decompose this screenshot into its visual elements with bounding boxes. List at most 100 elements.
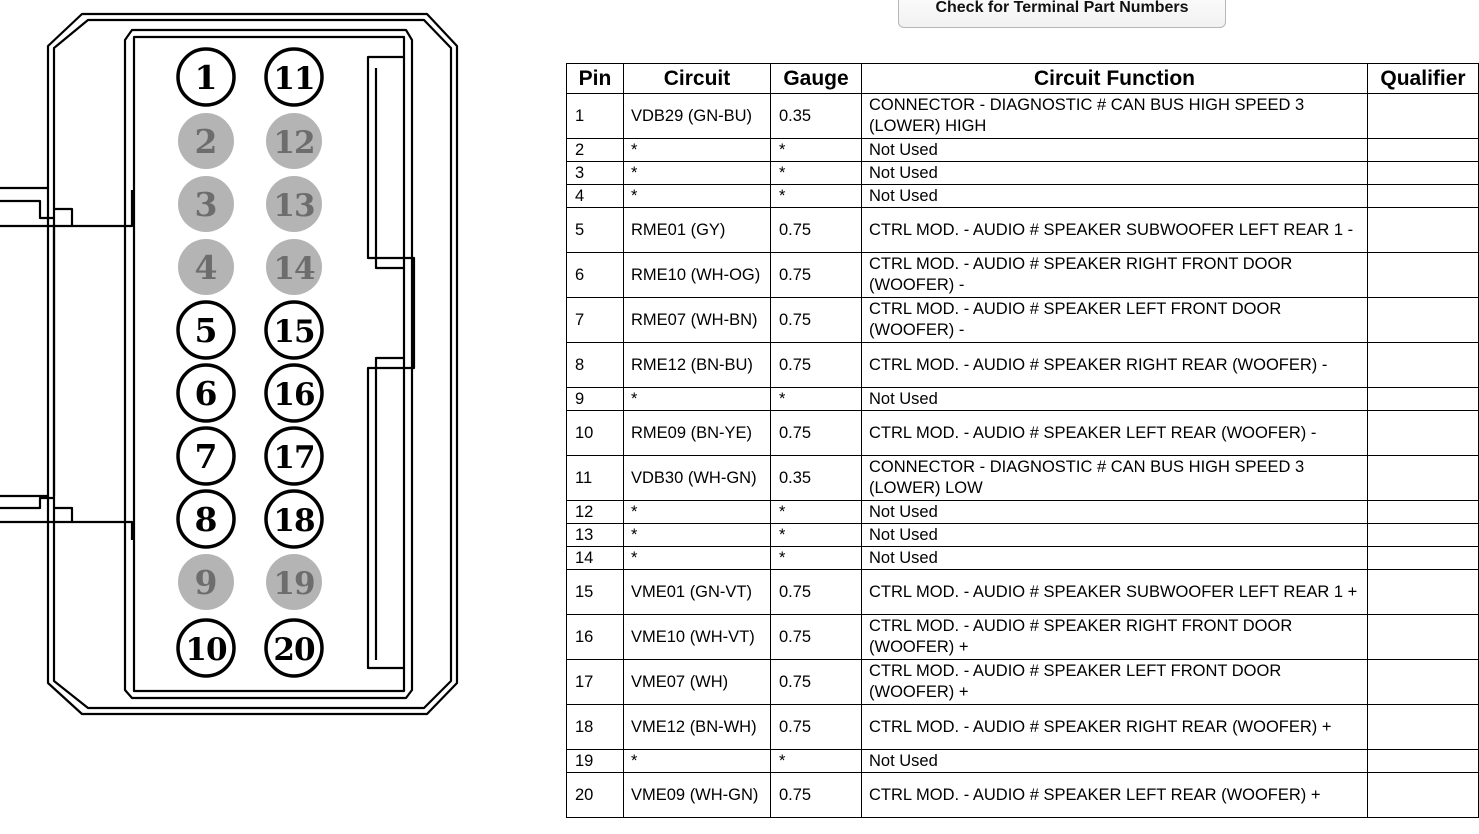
cell-pin: 3 bbox=[566, 161, 624, 185]
header-pin: Pin bbox=[566, 63, 624, 94]
cell-circuit-function: Not Used bbox=[861, 523, 1368, 547]
pin-circle-used bbox=[264, 426, 324, 486]
cell-pin: 15 bbox=[566, 569, 624, 615]
cell-gauge: 0.75 bbox=[770, 297, 862, 343]
pin-label: 6 bbox=[195, 374, 218, 413]
cell-circuit-function: CTRL MOD. - AUDIO # SPEAKER SUBWOOFER LE… bbox=[861, 207, 1368, 253]
cell-circuit-function: CTRL MOD. - AUDIO # SPEAKER LEFT REAR (W… bbox=[861, 410, 1368, 456]
pin-label: 3 bbox=[195, 185, 218, 224]
cell-gauge: 0.75 bbox=[770, 569, 862, 615]
cell-gauge: 0.35 bbox=[770, 93, 862, 139]
cell-qualifier bbox=[1367, 569, 1479, 615]
cell-circuit-function: CTRL MOD. - AUDIO # SPEAKER RIGHT FRONT … bbox=[861, 252, 1368, 298]
cell-qualifier bbox=[1367, 387, 1479, 411]
cell-pin: 12 bbox=[566, 500, 624, 524]
cell-qualifier bbox=[1367, 704, 1479, 750]
pin-circle-used bbox=[176, 489, 236, 549]
pin-circle-used bbox=[264, 47, 324, 107]
connector-pin: 18 bbox=[264, 489, 324, 549]
cell-qualifier bbox=[1367, 749, 1479, 773]
table-row: 3**Not Used bbox=[566, 161, 1479, 185]
pin-label: 17 bbox=[273, 440, 314, 476]
cell-circuit: * bbox=[623, 500, 771, 524]
cell-pin: 8 bbox=[566, 342, 624, 388]
cell-qualifier bbox=[1367, 161, 1479, 185]
cell-gauge: 0.35 bbox=[770, 455, 862, 501]
pin-label: 19 bbox=[273, 566, 314, 602]
connector-pin: 13 bbox=[266, 176, 322, 232]
pin-label: 2 bbox=[195, 122, 218, 161]
connector-pin: 4 bbox=[178, 239, 234, 295]
cell-circuit: VDB29 (GN-BU) bbox=[623, 93, 771, 139]
table-header-row: Pin Circuit Gauge Circuit Function Quali… bbox=[566, 63, 1479, 94]
pin-label: 16 bbox=[273, 377, 314, 413]
connector-pin: 1 bbox=[176, 47, 236, 107]
cell-qualifier bbox=[1367, 614, 1479, 660]
connector-pin: 2 bbox=[178, 113, 234, 169]
pin-circle-used bbox=[176, 618, 236, 678]
table-row: 19**Not Used bbox=[566, 749, 1479, 773]
table-row: 9**Not Used bbox=[566, 387, 1479, 411]
table-row: 2**Not Used bbox=[566, 138, 1479, 162]
pin-circle-used bbox=[264, 300, 324, 360]
pin-label: 8 bbox=[195, 500, 218, 539]
cell-pin: 13 bbox=[566, 523, 624, 547]
table-row: 14**Not Used bbox=[566, 546, 1479, 570]
pin-circle-used bbox=[176, 426, 236, 486]
cell-gauge: 0.75 bbox=[770, 207, 862, 253]
cell-circuit-function: Not Used bbox=[861, 387, 1368, 411]
table-row: 12**Not Used bbox=[566, 500, 1479, 524]
cell-circuit-function: Not Used bbox=[861, 161, 1368, 185]
cell-qualifier bbox=[1367, 184, 1479, 208]
cell-circuit: VME09 (WH-GN) bbox=[623, 772, 771, 818]
pin-label: 18 bbox=[273, 503, 314, 539]
pin-circle-unused bbox=[266, 554, 322, 610]
cell-circuit: RME10 (WH-OG) bbox=[623, 252, 771, 298]
cell-qualifier bbox=[1367, 546, 1479, 570]
cell-circuit-function: CONNECTOR - DIAGNOSTIC # CAN BUS HIGH SP… bbox=[861, 455, 1368, 501]
cell-gauge: * bbox=[770, 749, 862, 773]
cell-circuit: VME10 (WH-VT) bbox=[623, 614, 771, 660]
cell-gauge: 0.75 bbox=[770, 342, 862, 388]
cell-pin: 14 bbox=[566, 546, 624, 570]
connector-pin: 5 bbox=[176, 300, 236, 360]
cell-gauge: 0.75 bbox=[770, 659, 862, 705]
cell-qualifier bbox=[1367, 455, 1479, 501]
pin-circle-used bbox=[176, 300, 236, 360]
table-row: 13**Not Used bbox=[566, 523, 1479, 547]
connector-pin: 11 bbox=[264, 47, 324, 107]
cell-qualifier bbox=[1367, 297, 1479, 343]
pin-circle-used bbox=[264, 618, 324, 678]
cell-gauge: 0.75 bbox=[770, 704, 862, 750]
cell-gauge: * bbox=[770, 523, 862, 547]
cell-pin: 16 bbox=[566, 614, 624, 660]
cell-pin: 17 bbox=[566, 659, 624, 705]
cell-circuit: * bbox=[623, 138, 771, 162]
pin-label: 12 bbox=[273, 125, 314, 161]
connector-pin: 6 bbox=[176, 363, 236, 423]
cell-gauge: * bbox=[770, 546, 862, 570]
cell-circuit: * bbox=[623, 184, 771, 208]
cell-gauge: * bbox=[770, 161, 862, 185]
cell-circuit: RME01 (GY) bbox=[623, 207, 771, 253]
cell-pin: 4 bbox=[566, 184, 624, 208]
pin-label: 14 bbox=[273, 251, 315, 287]
connector-pin: 9 bbox=[178, 554, 234, 610]
check-terminal-part-numbers-button[interactable]: Check for Terminal Part Numbers bbox=[898, 0, 1226, 28]
cell-circuit-function: Not Used bbox=[861, 749, 1368, 773]
cell-circuit: RME12 (BN-BU) bbox=[623, 342, 771, 388]
pin-label: 9 bbox=[195, 563, 218, 602]
pin-circle-unused bbox=[266, 176, 322, 232]
header-gauge: Gauge bbox=[770, 63, 862, 94]
pin-circle-unused bbox=[178, 176, 234, 232]
cell-qualifier bbox=[1367, 500, 1479, 524]
